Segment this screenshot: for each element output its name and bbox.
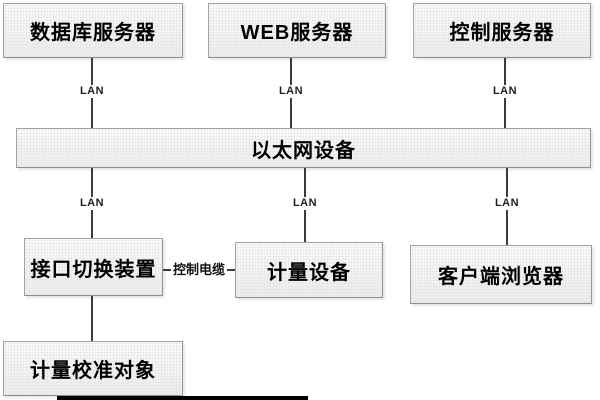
node-database-server: 数据库服务器 bbox=[3, 3, 183, 58]
lan-label: LAN bbox=[76, 85, 108, 98]
node-client-browser: 客户端浏览器 bbox=[410, 245, 592, 304]
node-calibration-target: 计量校准对象 bbox=[3, 341, 183, 396]
node-ethernet-bus: 以太网设备 bbox=[16, 128, 591, 168]
connector-switch-to-calibration bbox=[91, 296, 93, 341]
node-label: 计量校准对象 bbox=[30, 360, 156, 382]
node-web-server: WEB服务器 bbox=[208, 3, 386, 58]
node-interface-switch: 接口切换装置 bbox=[24, 238, 163, 296]
node-label: 控制服务器 bbox=[449, 22, 555, 44]
lan-label: LAN bbox=[489, 85, 521, 98]
node-label: 以太网设备 bbox=[251, 139, 356, 162]
node-control-server: 控制服务器 bbox=[413, 3, 591, 58]
node-label: 数据库服务器 bbox=[30, 22, 156, 44]
node-label: 计量设备 bbox=[267, 261, 351, 284]
node-meter-device: 计量设备 bbox=[235, 242, 383, 298]
lan-label: LAN bbox=[275, 85, 307, 98]
lan-label: LAN bbox=[76, 197, 108, 210]
node-label: WEB服务器 bbox=[240, 22, 354, 44]
lan-label: LAN bbox=[491, 197, 523, 210]
node-label: 客户端浏览器 bbox=[438, 266, 564, 288]
control-cable-label: 控制电缆 bbox=[170, 262, 228, 277]
bottom-bar bbox=[57, 396, 308, 400]
node-label: 接口切换装置 bbox=[30, 258, 157, 281]
lan-label: LAN bbox=[289, 197, 321, 210]
